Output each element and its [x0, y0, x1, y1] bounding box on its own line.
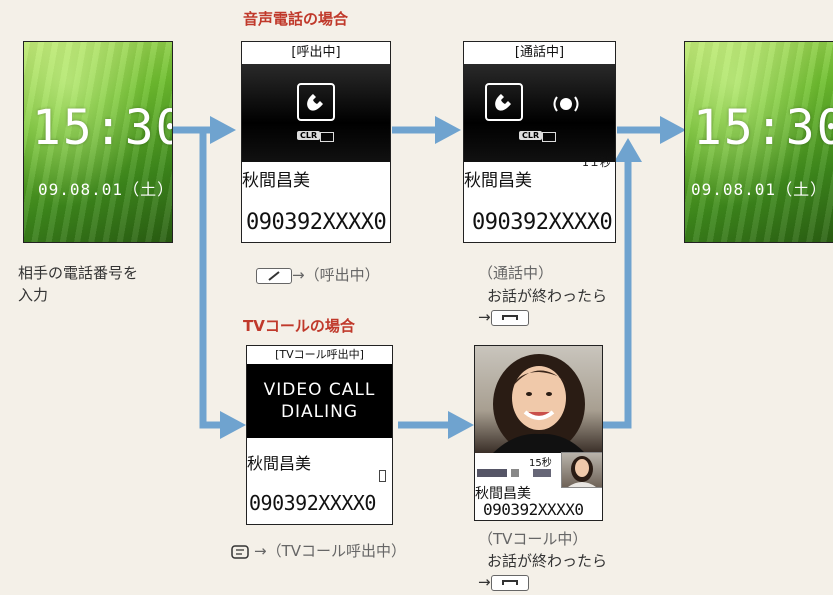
tv-call-heading: TVコールの場合	[243, 317, 355, 335]
caller-number: 090392XXXX0	[483, 500, 584, 519]
call-key-icon	[256, 267, 292, 284]
caller-number: 090392XXXX0	[246, 210, 387, 235]
speaker-small-icon	[511, 469, 519, 477]
camera-icon	[533, 469, 551, 477]
status-talking: [通話中]	[464, 42, 615, 64]
clock-time: 15:30	[693, 100, 833, 156]
voice-talking-screen: [通話中] CLR 1１秒 秋間昌美 090392XXXX0	[463, 41, 616, 243]
clr-label: CLR	[519, 131, 543, 140]
caller-name: 秋間昌美	[464, 171, 532, 191]
av-icon	[477, 469, 507, 477]
call-band-talking: CLR	[464, 64, 615, 162]
caller-number: 090392XXXX0	[249, 491, 376, 515]
caller-name: 秋間昌美	[247, 454, 312, 473]
status-icons-row	[477, 469, 557, 479]
handset-icon	[297, 83, 335, 121]
video-call-line1: VIDEO CALL	[263, 380, 376, 400]
clr-label: CLR	[297, 131, 321, 140]
battery-icon	[379, 470, 386, 482]
mail-icon	[542, 132, 556, 142]
end-key-icon	[490, 309, 529, 326]
remote-video	[475, 346, 602, 453]
caption-enter-number-2: 入力	[18, 286, 49, 304]
video-call-line2: DIALING	[280, 402, 359, 422]
tv-call-timer: 15秒	[529, 458, 552, 469]
speaker-icon	[553, 96, 579, 112]
voice-call-heading: 音声電話の場合	[243, 10, 349, 28]
mail-icon	[320, 132, 334, 142]
call-band: CLR	[242, 64, 390, 162]
caller-number: 090392XXXX0	[472, 210, 613, 235]
tv-talking-screen: 15秒 秋間昌美 090392XXXX0	[474, 345, 603, 521]
caption-end-key: →	[478, 308, 529, 326]
caption-talking: （通話中）	[478, 264, 554, 282]
person-photo	[493, 354, 585, 453]
status-dialing: [呼出中]	[242, 42, 390, 64]
caller-name: 秋間昌美	[242, 171, 310, 191]
tv-dialing-screen: [TVコール呼出中] VIDEO CALL DIALING 秋間昌美 09039…	[246, 345, 393, 525]
arrow-tv-to-standby	[603, 160, 632, 429]
call-timer: 1１秒	[582, 156, 611, 169]
self-video	[561, 452, 602, 488]
caption-enter-number-1: 相手の電話番号を	[18, 264, 139, 282]
video-key-icon	[230, 544, 254, 560]
caption-tv-end-key: →	[478, 573, 529, 591]
caption-tv-when-done: お話が終わったら	[487, 552, 608, 570]
clock-date: 09.08.01（土）	[691, 180, 828, 199]
standby-screen-right: 15:30 09.08.01（土）	[684, 41, 833, 243]
caption-when-done: お話が終わったら	[487, 287, 608, 305]
clock-time: 15:30	[32, 100, 173, 156]
caption-dialing: →（呼出中）	[256, 264, 380, 285]
caption-tv-dialing: →（TVコール呼出中）	[230, 540, 406, 561]
clock-date: 09.08.01（土）	[38, 180, 173, 199]
arrow-to-tv-dial	[199, 130, 222, 429]
caller-name: 秋間昌美	[475, 486, 531, 502]
voice-dialing-screen: [呼出中] CLR 秋間昌美 090392XXXX0	[241, 41, 391, 243]
caption-tv-talking: （TVコール中）	[478, 530, 588, 548]
status-tv-dialing: [TVコール呼出中]	[247, 346, 392, 364]
standby-screen-left: 15:30 09.08.01（土）	[23, 41, 173, 243]
end-key-icon	[490, 574, 529, 591]
video-call-panel: VIDEO CALL DIALING	[247, 364, 392, 438]
handset-icon	[485, 83, 523, 121]
